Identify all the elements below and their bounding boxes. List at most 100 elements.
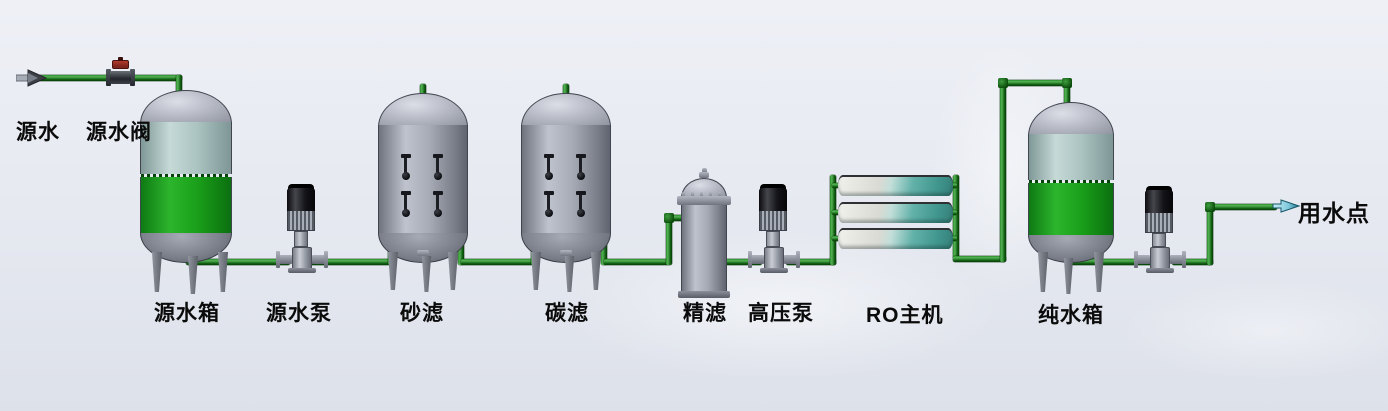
pipe-joint xyxy=(998,78,1008,88)
pump-body xyxy=(764,247,784,269)
pipe-main-e xyxy=(722,259,762,265)
valve-handle xyxy=(433,191,443,195)
tank-dome xyxy=(140,90,232,124)
valve-stem xyxy=(547,158,550,175)
valve-handle xyxy=(401,191,411,195)
filter-base xyxy=(678,291,730,298)
tank-water-line xyxy=(1029,180,1113,183)
filter-leg xyxy=(590,252,602,290)
pipe-finefilter-riser xyxy=(666,215,672,265)
valve-ball xyxy=(545,209,553,217)
filter-shell xyxy=(681,205,727,293)
tank-leg xyxy=(1063,258,1074,294)
pipe-joint xyxy=(1205,202,1215,212)
valve-flange xyxy=(130,69,135,86)
valve-ball xyxy=(577,209,585,217)
pipe-main-g xyxy=(1069,259,1153,265)
pipe-puretank-inlet xyxy=(1064,80,1070,112)
tank-water xyxy=(140,177,232,233)
valve-flange xyxy=(106,69,111,86)
pipe-ro-right-manifold xyxy=(953,175,959,259)
ro-membrane xyxy=(838,175,953,196)
filter-dome xyxy=(378,93,468,127)
pump-shaft xyxy=(1152,233,1166,247)
label-high-pressure-pump: 高压泵 xyxy=(748,302,814,325)
valve-stem xyxy=(547,195,550,212)
label-pure-water-tank: 纯水箱 xyxy=(1038,304,1104,327)
filter-shell xyxy=(378,125,468,233)
manifold-valve xyxy=(433,154,443,182)
pump-shaft xyxy=(766,231,780,247)
label-sand-filter: 砂滤 xyxy=(400,302,444,325)
filter-lid-bolt xyxy=(709,192,712,198)
pump-flange-disk xyxy=(324,251,328,268)
valve-stem xyxy=(404,195,407,212)
manifold-valve xyxy=(544,191,554,219)
valve-stem xyxy=(404,158,407,175)
pipe-main-c xyxy=(461,259,534,265)
tank-leg xyxy=(187,256,199,294)
pipe-main-b xyxy=(310,259,394,265)
pump-cap xyxy=(760,184,786,189)
filter-leg xyxy=(530,252,542,290)
pump-flange xyxy=(1170,255,1184,264)
manifold-valve xyxy=(544,154,554,182)
pump-shaft xyxy=(294,231,308,247)
valve-ball xyxy=(434,209,442,217)
label-source-water-valve: 源水阀 xyxy=(86,121,152,144)
pump-flange xyxy=(312,255,326,264)
valve-stem xyxy=(579,158,582,175)
filter-lid-bolt xyxy=(691,192,694,198)
background-highlight xyxy=(1120,280,1388,380)
tank-water-line xyxy=(141,174,231,177)
label-source-water-tank: 源水箱 xyxy=(154,302,220,325)
label-carbon-filter: 碳滤 xyxy=(545,302,589,325)
pump-motor-fins xyxy=(1145,213,1173,233)
tank-shell-upper xyxy=(140,122,232,174)
filter-leg xyxy=(447,252,459,290)
pipe-joint xyxy=(1062,78,1072,88)
tank-leg xyxy=(217,252,229,292)
filter-leg xyxy=(564,256,575,292)
pump-flange-disk xyxy=(796,251,800,268)
filter-dome xyxy=(521,93,611,127)
pump-flange-disk xyxy=(276,251,280,268)
pump-cap xyxy=(1146,186,1172,191)
label-fine-filter: 精滤 xyxy=(683,302,727,325)
label-water-use-point: 用水点 xyxy=(1298,200,1370,226)
pump-flange-disk xyxy=(1182,251,1186,268)
valve-handle xyxy=(544,154,554,158)
filter-lid-flange xyxy=(677,196,731,205)
valve-ball xyxy=(434,172,442,180)
pump-motor xyxy=(287,188,315,211)
pipe-ro-outlet xyxy=(953,256,1006,262)
label-ro-main-unit: RO主机 xyxy=(866,304,944,327)
pump-motor-fins xyxy=(287,211,315,231)
pump-cap xyxy=(288,184,314,189)
valve-handwheel xyxy=(112,60,129,69)
manifold-valve xyxy=(401,191,411,219)
pump-body xyxy=(292,247,312,269)
manifold-valve xyxy=(401,154,411,182)
pump-flange xyxy=(784,255,798,264)
tank-water xyxy=(1028,183,1114,235)
pump-body xyxy=(1150,247,1170,269)
label-source-water-pump: 源水泵 xyxy=(266,302,332,325)
pipe-ro-left-manifold xyxy=(830,175,836,265)
filter-shell xyxy=(521,125,611,233)
filter-lid-bolt xyxy=(718,192,721,198)
tank-leg xyxy=(151,252,163,292)
valve-handle xyxy=(544,191,554,195)
manifold-valve xyxy=(433,191,443,219)
pipe-to-puretank-top xyxy=(1000,80,1070,86)
filter-drain-fitting xyxy=(560,250,572,256)
manifold-valve xyxy=(576,154,586,182)
valve-handle xyxy=(433,154,443,158)
filter-leg xyxy=(421,256,432,292)
pipe-main-d xyxy=(604,259,669,265)
valve-stem xyxy=(118,57,123,61)
valve-ball xyxy=(402,172,410,180)
pump-motor-fins xyxy=(759,211,787,231)
pump-flange-disk xyxy=(748,251,752,268)
